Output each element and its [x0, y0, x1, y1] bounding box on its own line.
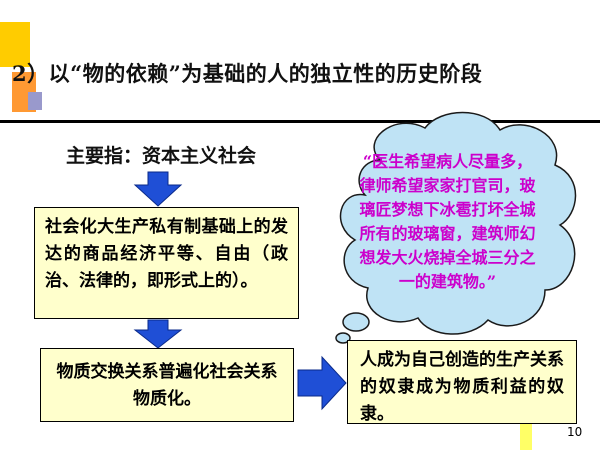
cloud-quote: “医生希望病人尽量多，律师希望家家打官司，玻璃匠梦想下冰雹打坏全城所有的玻璃窗，… [355, 150, 540, 294]
arrow-down-2 [135, 320, 181, 348]
box-slave-of-relations: 人成为自己创造的生产关系的奴隶成为物质利益的奴隶。 [347, 340, 577, 424]
box-social-relations: 物质交换关系普遍化社会关系物质化。 [40, 348, 294, 422]
page-number: 10 [567, 425, 582, 439]
deco-strip-yellow [520, 424, 532, 450]
arrow-down-1 [135, 172, 181, 206]
box-commodity-economy: 社会化大生产私有制基础上的发达的商品经济平等、自由（政治、法律的，即形式上的）。 [34, 207, 299, 319]
arrow-right [298, 357, 346, 409]
